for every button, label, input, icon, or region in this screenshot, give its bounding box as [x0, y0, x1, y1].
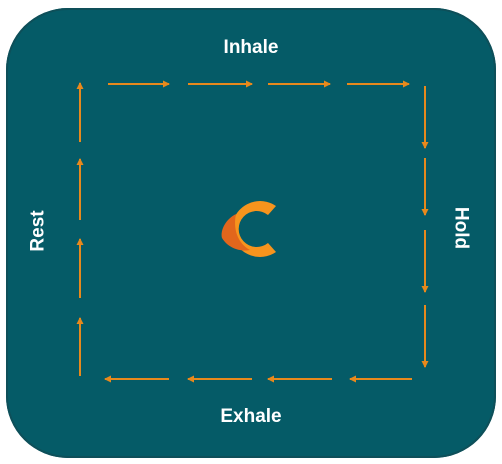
logo-outer-arc: [232, 201, 276, 258]
exhale-label: Exhale: [220, 406, 282, 427]
c-logo-icon: [221, 201, 276, 258]
inhale-label: Inhale: [223, 37, 279, 58]
logo-inner-arc: [221, 214, 250, 251]
